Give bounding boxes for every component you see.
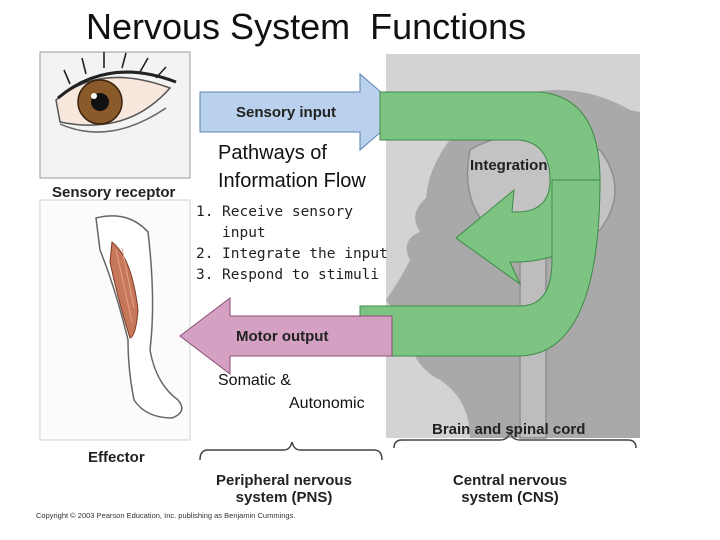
sensory-receptor-label: Sensory receptor — [52, 184, 176, 201]
cns-label-line2: system (CNS) — [461, 489, 559, 506]
pns-label-line2: system (PNS) — [235, 489, 333, 506]
integration-label: Integration — [470, 157, 548, 174]
pathways-list: 1.Receive sensory input 2.Integrate the … — [196, 202, 396, 286]
leg-illustration — [39, 199, 191, 441]
eye-illustration — [39, 51, 191, 179]
slide-title: Nervous System Functions — [86, 6, 527, 47]
integration-arrow — [379, 91, 601, 286]
motor-output-arrow — [179, 296, 393, 376]
pathways-heading-line2: Information Flow — [218, 170, 366, 192]
somatic-label: Somatic & — [218, 372, 291, 389]
sensory-input-label: Sensory input — [236, 104, 337, 121]
list-item: 3.Respond to stimuli — [196, 267, 380, 283]
motor-output-label: Motor output — [236, 328, 329, 345]
pns-bracket — [199, 441, 383, 461]
pathways-heading-line1: Pathways of — [218, 142, 327, 164]
copyright-notice: Copyright © 2003 Pearson Education, Inc.… — [36, 511, 296, 520]
brain-spinal-label: Brain and spinal cord — [432, 421, 586, 438]
list-item: 1.Receive sensory input — [196, 204, 353, 241]
integration-return-arrow — [359, 179, 601, 357]
autonomic-label: Autonomic — [289, 395, 365, 412]
cns-label-line1: Central nervous — [452, 472, 568, 489]
pns-label-line1: Peripheral nervous — [216, 472, 352, 489]
effector-label: Effector — [88, 449, 145, 466]
list-item: 2.Integrate the input — [196, 246, 388, 262]
cns-bracket — [393, 431, 637, 449]
